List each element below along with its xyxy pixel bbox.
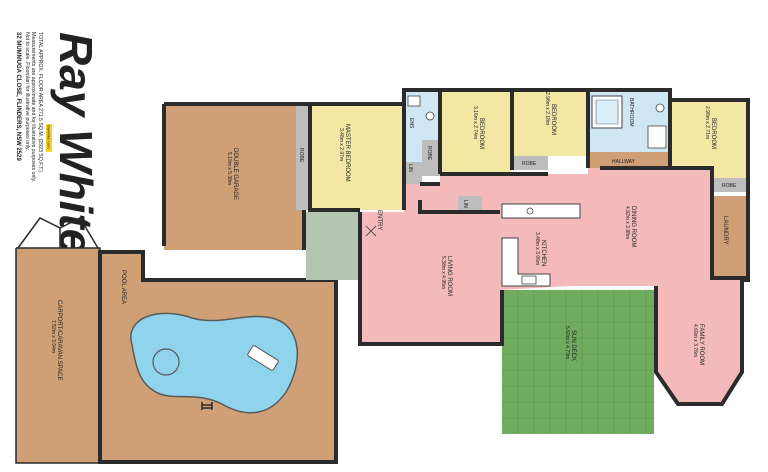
laundry-label: LAUNDRY xyxy=(722,216,728,245)
branding: Ray White raywhite.com TOTAL APPROX. FLO… xyxy=(15,32,102,254)
robe-closet-1 xyxy=(422,140,440,176)
bedroom-4-area xyxy=(670,102,748,178)
garage-dims: 5.19m x 5.38m xyxy=(226,152,232,185)
ens-label: ENS xyxy=(408,118,414,129)
kitchen-bench-lower xyxy=(501,237,551,287)
kitchen-bench-upper xyxy=(501,203,581,219)
master-bedroom-label: MASTER BEDROOM xyxy=(344,124,350,182)
robe-label-3: ROBE xyxy=(722,183,737,189)
disclaimer-1: Measurements are approximate and for ill… xyxy=(30,32,36,182)
pool-area-label: POOL AREA xyxy=(120,270,126,304)
bathroom-toilet-icon xyxy=(655,103,665,113)
property-address: 32 MUMMUGA CLOSE, FLINDERS, NSW 2529 xyxy=(15,32,21,161)
living-dining-family-area xyxy=(360,168,748,404)
ensuite-toilet-icon xyxy=(425,111,435,121)
sun-deck-dims: 5.60m x 4.73m xyxy=(564,326,570,359)
kitchen-dims: 3.48m x 3.06m xyxy=(534,232,540,265)
master-robe xyxy=(296,106,310,210)
robe-closet-2 xyxy=(512,156,548,170)
lin-label-2: LIN xyxy=(462,200,468,208)
kitchen-label: KITCHEN xyxy=(540,240,546,266)
sun-deck-area xyxy=(502,290,654,434)
entry-label: ENTRY xyxy=(376,210,382,230)
bedroom-4-label: BEDROOM xyxy=(710,118,716,149)
garage-label: DOUBLE GARAGE xyxy=(232,148,238,200)
dining-room-dims: 4.92m x 3.98m xyxy=(624,206,630,239)
pool-ladder xyxy=(201,402,213,410)
sun-lounge xyxy=(247,345,279,371)
disclaimer-2: Not to scale. Floorplan for illustrative… xyxy=(24,32,30,151)
bedroom-3-area xyxy=(512,92,588,156)
kitchen-sink-icon xyxy=(521,275,537,285)
bedroom-3-label: BEDROOM xyxy=(550,104,556,135)
floor-area: TOTAL APPROX. FLOOR AREA 271.5 SQ.M. (29… xyxy=(37,32,43,172)
bedroom-3-dims: 2.98m x 2.18m xyxy=(544,92,550,125)
living-room-dims: 5.38m x 4.95m xyxy=(440,256,446,289)
bathroom-label: BATHROOM xyxy=(628,98,634,127)
master-robe-label: ROBE xyxy=(298,148,304,163)
cooktop-icon xyxy=(526,207,534,215)
sun-deck-label: SUN DECK xyxy=(570,330,576,361)
master-bedroom-area xyxy=(310,106,404,210)
bedroom-2-label: BEDROOM xyxy=(478,118,484,149)
living-room-label: LIVING ROOM xyxy=(446,256,452,296)
spa xyxy=(152,348,180,376)
house-walls xyxy=(304,88,750,406)
lin-closet-1 xyxy=(404,162,422,184)
lin-label-1: LIN xyxy=(407,164,413,172)
hallway-strip xyxy=(588,152,670,168)
entry-passage xyxy=(306,212,360,280)
carport-label: CARPORT/CARAVAN SPACE xyxy=(56,300,62,381)
entry-arrow-icon xyxy=(365,225,377,237)
double-garage-area xyxy=(164,104,304,250)
bedroom-2-dims: 3.16m x 2.74m xyxy=(472,106,478,139)
robe-label-2: ROBE xyxy=(522,161,537,167)
robe-closet-3 xyxy=(712,178,748,192)
brand-logo: Ray White xyxy=(50,32,102,254)
bath-tub-inner-icon xyxy=(595,99,619,125)
ensuite-basin-icon xyxy=(407,95,421,107)
bathroom-shower-icon xyxy=(647,125,667,149)
lin-closet-2 xyxy=(458,196,482,212)
carport-dims: 7.52m x 3.04m xyxy=(50,320,56,353)
family-room-label: FAMILY ROOM xyxy=(698,324,704,365)
brand-logo-box-text: raywhite.com xyxy=(46,125,51,149)
pool xyxy=(130,312,299,414)
deck-grid xyxy=(502,290,654,434)
carport-area xyxy=(16,248,100,463)
dining-room-label: DINING ROOM xyxy=(630,206,636,247)
robe-label-1: ROBE xyxy=(426,146,432,161)
laundry-area xyxy=(712,196,748,278)
carport-gate xyxy=(17,217,99,249)
family-room-dims: 4.69m x 3.76m xyxy=(692,324,698,357)
brand-logo-box xyxy=(46,124,52,152)
bedroom-4-dims: 2.98m x 2.71m xyxy=(704,106,710,139)
hallway-label: HALLWAY xyxy=(612,159,636,165)
bedroom-2-area xyxy=(440,92,512,174)
master-bedroom-dims: 3.48m x 2.97m xyxy=(338,128,344,161)
room-labels: MASTER BEDROOM 3.48m x 2.97m BEDROOM 3.1… xyxy=(50,92,737,381)
